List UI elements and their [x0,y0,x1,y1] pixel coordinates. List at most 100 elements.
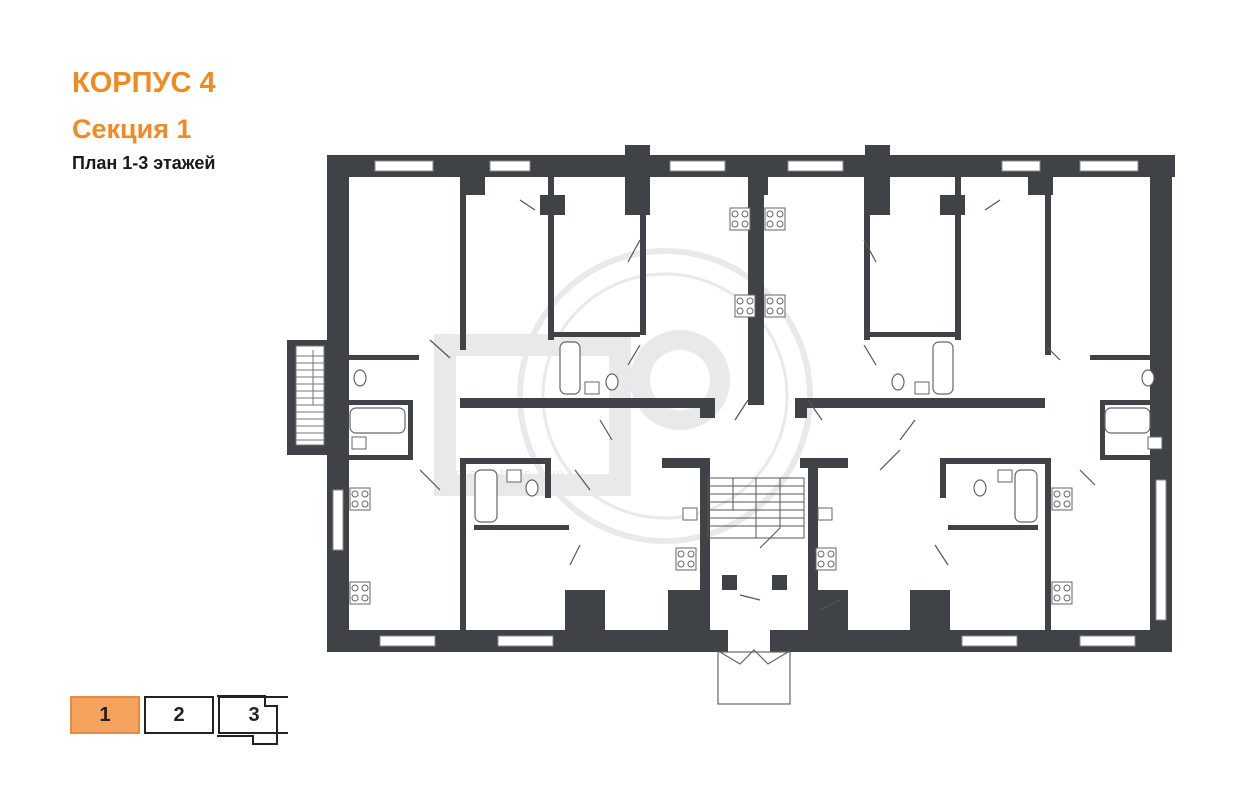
bathtub [1104,407,1151,434]
toilet [353,369,367,387]
stove-burner [827,560,835,568]
wall-segment [1100,400,1150,405]
wall-segment [800,458,848,468]
wall-segment [910,590,950,650]
wall-segment [545,458,551,498]
wall-segment [474,525,569,530]
stove-burner [1063,490,1071,498]
door [819,599,841,611]
wall-segment [722,575,737,590]
wall-segment [955,175,961,340]
stove-burner [361,584,369,592]
door [863,239,877,263]
stove [734,294,756,318]
wall-segment [770,630,790,652]
building-title: КОРПУС 4 [72,67,216,99]
bathtub [349,407,406,434]
toilet [1141,369,1155,387]
wall-segment [808,590,848,630]
wall-segment [795,398,1045,408]
wall-segment [327,155,349,652]
bathtub [474,469,498,523]
window [1155,479,1167,621]
wall-segment [668,590,708,630]
wall-segment [1045,458,1051,633]
window [332,489,344,551]
bathtub [932,341,954,395]
stove-burner [361,500,369,508]
wall-segment [1100,455,1150,460]
stove-burner [766,210,774,218]
wall-segment [1045,175,1051,355]
section-tab-2[interactable]: 2 [144,696,214,734]
stove-burner [1053,490,1061,498]
wall-segment [408,400,413,460]
wall-segment [460,458,466,633]
stove [764,294,786,318]
window [1079,635,1136,647]
stove [729,207,751,231]
door [569,544,581,566]
window [787,160,844,172]
window [1079,160,1139,172]
stove [349,487,371,511]
wall-segment [940,458,946,498]
window [1001,160,1041,172]
door [879,449,901,471]
toilet [973,479,987,497]
left-exterior-stairs [287,340,327,455]
window [379,635,436,647]
wall-segment [640,175,646,335]
floor-plan-title: План 1-3 этажей [72,153,216,173]
window [374,160,434,172]
stove-burner [817,560,825,568]
door [739,594,761,601]
toilet [525,479,539,497]
door [1044,344,1061,361]
door [519,199,536,211]
bathtub [1014,469,1038,523]
stove-burner [351,584,359,592]
stove-burner [827,550,835,558]
stove-burner [361,490,369,498]
sink [682,507,698,521]
sink [584,381,600,395]
central-staircase [707,477,805,549]
stove-burner [776,210,784,218]
door [627,344,641,366]
door [899,419,916,441]
wall-segment [808,458,818,633]
section-tab-1[interactable]: 1 [70,696,140,734]
wall-segment [948,525,1038,530]
sink [914,381,930,395]
sink [351,436,367,450]
window [669,160,726,172]
wall-segment [772,575,787,590]
stove-burner [351,490,359,498]
wall-segment [700,458,710,633]
wall-segment [548,175,554,340]
bathtub [559,341,581,395]
toilet [605,373,619,391]
window [497,635,554,647]
wall-segment [748,175,764,405]
window [489,160,531,172]
stove-burner [1063,594,1071,602]
stove-burner [361,594,369,602]
stove-burner [1063,500,1071,508]
wall-segment [1090,355,1150,360]
stove-burner [741,220,749,228]
stove [1051,487,1073,511]
section-title: Секция 1 [72,114,192,144]
wall-segment [349,400,409,405]
stove-burner [1053,500,1061,508]
stove-burner [1053,594,1061,602]
stove-burner [766,297,774,305]
stove-burner [766,220,774,228]
stove-burner [687,560,695,568]
door [429,339,451,359]
door [599,419,613,441]
stove-burner [776,297,784,305]
door [807,399,823,421]
